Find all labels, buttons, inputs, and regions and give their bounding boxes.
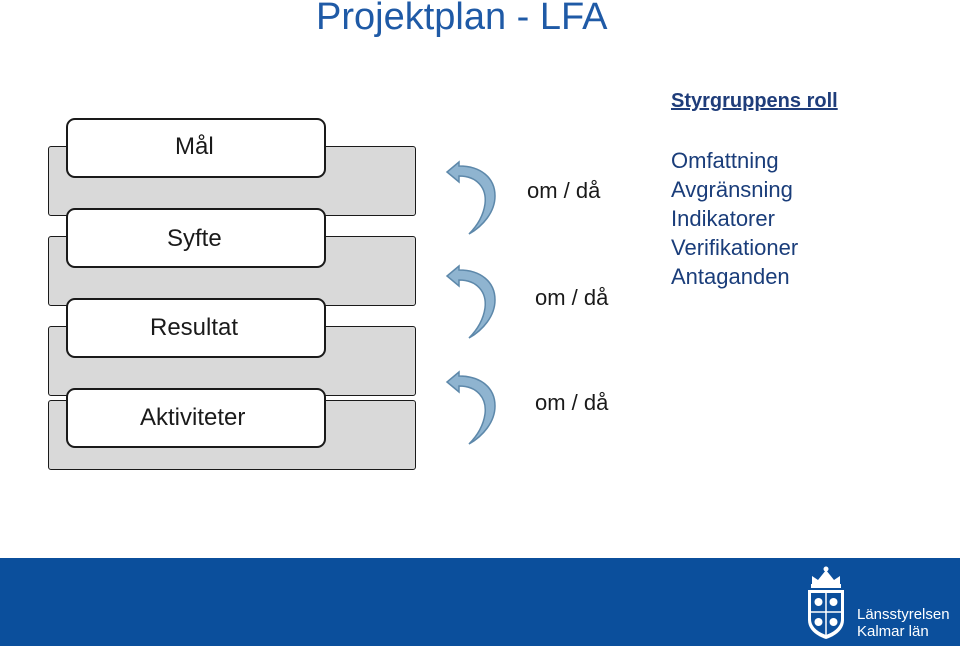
connector-label: om / då xyxy=(535,390,609,415)
level-box-mal xyxy=(66,118,326,178)
brand-name: Länsstyrelsen Kalmar län xyxy=(857,606,950,640)
level-box-aktiviteter xyxy=(66,388,326,448)
role-item: Indikatorer xyxy=(671,206,775,231)
curved-arrow-icon xyxy=(445,160,496,235)
connector-label: om / då xyxy=(535,285,609,310)
connector-label: om / då xyxy=(527,178,601,203)
page-title: Projektplan - LFA xyxy=(316,0,608,38)
crest-icon xyxy=(808,566,844,639)
role-heading: Styrgruppens roll xyxy=(671,90,838,112)
level-box-resultat xyxy=(66,298,326,358)
footer-bar: Länsstyrelsen Kalmar län xyxy=(0,558,960,646)
level-label-aktiviteter: Aktiviteter xyxy=(140,404,246,431)
brand-line-1: Länsstyrelsen xyxy=(857,606,950,623)
brand-line-2: Kalmar län xyxy=(857,623,929,640)
level-label-mal: Mål xyxy=(175,133,214,160)
level-label-syfte: Syfte xyxy=(167,225,222,252)
curved-arrow-icon xyxy=(445,370,496,445)
role-item: Omfattning xyxy=(671,148,779,173)
level-box-syfte xyxy=(66,208,326,268)
role-item: Avgränsning xyxy=(671,177,793,202)
curved-arrow-icon xyxy=(445,264,496,339)
level-label-resultat: Resultat xyxy=(150,314,239,341)
role-list: Omfattning Avgränsning Indikatorer Verif… xyxy=(671,146,798,291)
role-item: Antaganden xyxy=(671,264,790,289)
role-item: Verifikationer xyxy=(671,235,799,260)
